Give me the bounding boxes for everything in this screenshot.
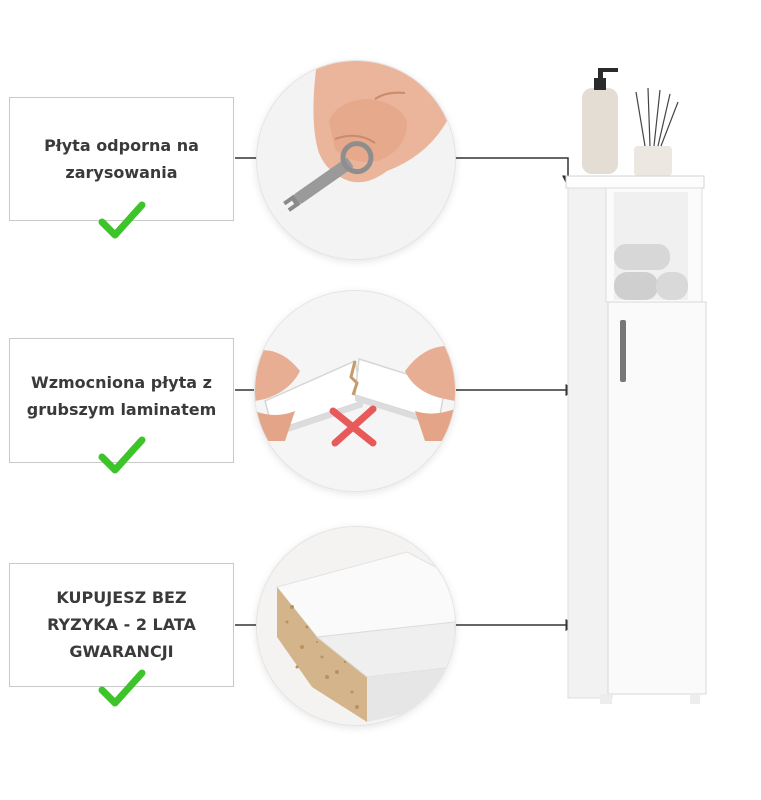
connector-line-scratch-right — [455, 157, 574, 188]
feature-label-scratch: Płyta odporna na zarysowania — [44, 136, 199, 182]
board-edge-illustration — [256, 526, 456, 726]
feature-label-warranty: KUPUJESZ BEZ RYZYKA - 2 LATA GWARANCJI — [47, 588, 196, 661]
board-edge-icon — [257, 527, 455, 725]
feature-card-warranty: KUPUJESZ BEZ RYZYKA - 2 LATA GWARANCJI — [9, 563, 234, 707]
soap-bottle-icon — [582, 68, 618, 174]
check-mark-icon — [98, 201, 145, 239]
towels-icon — [614, 244, 688, 300]
key-hand-icon — [257, 61, 455, 259]
feature-label-laminate: Wzmocniona płyta z grubszym laminatem — [26, 373, 217, 419]
breaking-board-icon — [255, 291, 455, 491]
scratch-illustration — [256, 60, 456, 260]
feature-card-scratch: Płyta odporna na zarysowania — [9, 97, 234, 239]
cross-mark-icon — [329, 405, 377, 447]
check-mark-icon — [98, 436, 145, 474]
cabinet-product-image — [565, 68, 707, 704]
laminate-illustration — [254, 290, 456, 492]
reed-diffuser-icon — [634, 87, 679, 176]
check-mark-icon — [98, 669, 145, 707]
feature-card-laminate: Wzmocniona płyta z grubszym laminatem — [9, 338, 234, 474]
